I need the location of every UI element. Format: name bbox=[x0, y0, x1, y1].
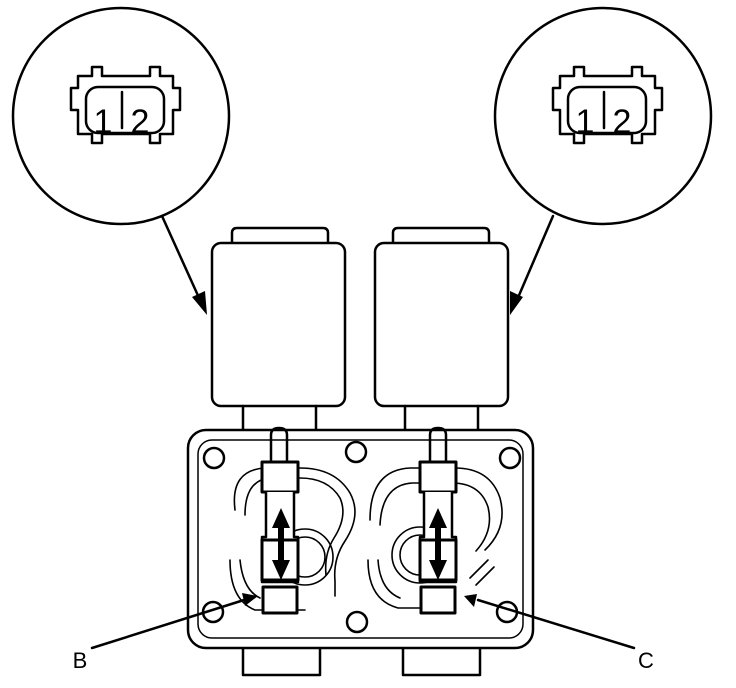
left-valve-spool bbox=[260, 426, 300, 615]
label-b: B bbox=[73, 648, 88, 673]
right-fluid-passages bbox=[367, 467, 503, 609]
right-connector-face bbox=[551, 65, 664, 145]
left-zoom-circle bbox=[11, 6, 231, 226]
right-solenoid-body bbox=[373, 241, 510, 408]
left-pin-2: 2 bbox=[131, 103, 150, 141]
mount-hole bbox=[498, 446, 522, 470]
left-pin-1: 1 bbox=[94, 103, 113, 141]
left-bottom-stub bbox=[241, 643, 322, 677]
label-c: C bbox=[638, 648, 654, 673]
left-travel-arrow bbox=[272, 508, 290, 580]
right-pointer-arrow bbox=[510, 214, 555, 315]
valve-body bbox=[186, 426, 535, 650]
right-pin-2: 2 bbox=[613, 103, 632, 141]
right-pin-1: 1 bbox=[576, 103, 595, 141]
left-pointer-arrow bbox=[160, 214, 207, 315]
label-b-leader bbox=[90, 593, 258, 650]
mount-hole bbox=[344, 440, 368, 464]
left-solenoid-body bbox=[210, 241, 347, 408]
right-solenoid-cap bbox=[391, 226, 491, 245]
left-connector-face bbox=[69, 65, 182, 145]
label-c-leader bbox=[464, 594, 636, 650]
right-zoom-circle bbox=[493, 6, 713, 226]
left-fluid-passages bbox=[229, 467, 356, 611]
left-connector-callout: 1 2 bbox=[11, 6, 231, 226]
mount-hole bbox=[345, 610, 369, 634]
right-connector-callout: 1 2 bbox=[493, 6, 713, 226]
mount-hole bbox=[202, 446, 226, 470]
left-solenoid-cap bbox=[230, 226, 330, 245]
right-valve-spool bbox=[418, 426, 458, 615]
left-solenoid bbox=[210, 226, 347, 436]
right-bottom-stub bbox=[401, 643, 482, 677]
right-solenoid bbox=[373, 226, 510, 436]
valve-body-outline bbox=[186, 428, 535, 650]
left-spool-end bbox=[261, 585, 299, 615]
right-travel-arrow bbox=[429, 508, 447, 580]
right-spool-end bbox=[419, 585, 457, 615]
